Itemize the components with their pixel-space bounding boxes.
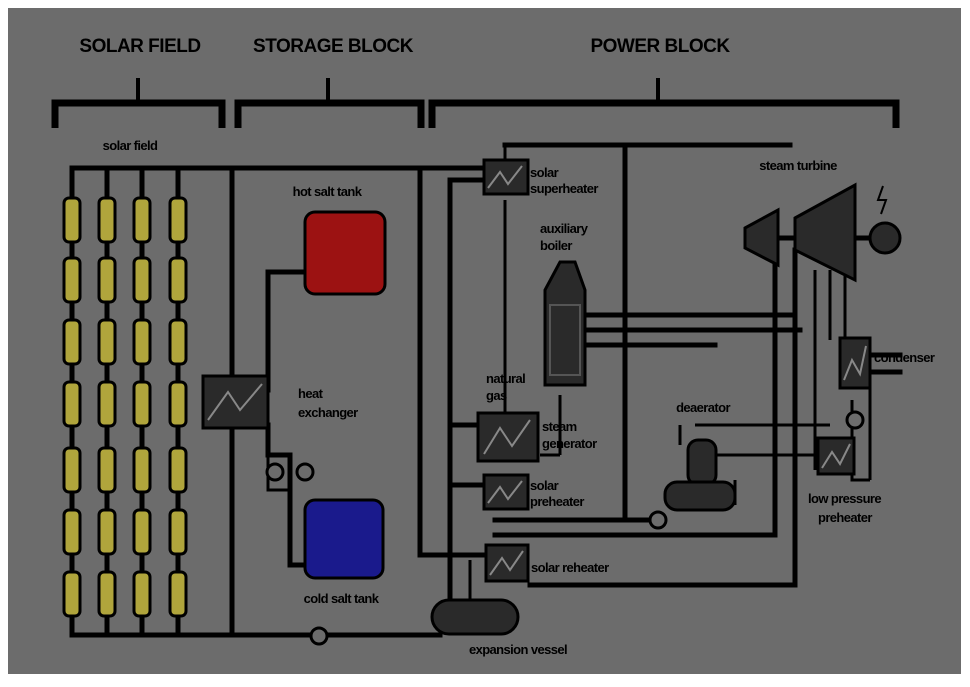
solar-collector bbox=[168, 446, 188, 494]
solar-collector bbox=[97, 380, 117, 428]
bracket-power-block bbox=[428, 78, 900, 128]
condenser bbox=[838, 336, 872, 390]
solar-collector bbox=[62, 196, 82, 244]
steam-generator bbox=[476, 411, 540, 463]
auxiliary-boiler bbox=[543, 260, 587, 387]
solar-collector bbox=[97, 508, 117, 556]
label-expansion-vessel: expansion vessel bbox=[469, 642, 567, 657]
deaerator bbox=[663, 438, 737, 512]
hot-salt-tank bbox=[303, 210, 387, 296]
label-natural-gas-line1: natural bbox=[486, 371, 525, 386]
solar-collector bbox=[168, 318, 188, 366]
solar-collector bbox=[168, 256, 188, 304]
section-title-power-block: POWER BLOCK bbox=[590, 36, 730, 57]
solar-collector bbox=[97, 570, 117, 618]
solar-superheater bbox=[482, 158, 530, 196]
label-condenser: condenser bbox=[874, 350, 935, 365]
solar-collector bbox=[62, 256, 82, 304]
solar-collector bbox=[97, 196, 117, 244]
low-pressure-preheater bbox=[816, 436, 856, 476]
label-auxiliary-boiler-line1: auxiliary bbox=[540, 221, 589, 236]
label-steam-generator-line1: steam bbox=[542, 419, 577, 434]
solar-collector bbox=[132, 196, 152, 244]
solar-collector bbox=[62, 380, 82, 428]
heat-exchanger-zigzag-icon bbox=[201, 374, 270, 430]
solar-collector bbox=[62, 318, 82, 366]
solar-collector bbox=[132, 570, 152, 618]
pump-circle-icon bbox=[648, 510, 668, 530]
generator-lightning-icon bbox=[868, 185, 902, 255]
label-solar-reheater: solar reheater bbox=[531, 560, 609, 575]
label-steam-turbine: steam turbine bbox=[759, 158, 837, 173]
solar-collector bbox=[62, 570, 82, 618]
label-cold-salt-tank: cold salt tank bbox=[304, 591, 380, 606]
solar-collector bbox=[132, 508, 152, 556]
power-block-piping bbox=[447, 142, 903, 613]
label-low-pressure-preheater-line2: preheater bbox=[818, 510, 872, 525]
section-title-storage-block: STORAGE BLOCK bbox=[253, 36, 414, 57]
solar-collector bbox=[132, 380, 152, 428]
solar-collector bbox=[132, 318, 152, 366]
label-solar-superheater-line1: solar bbox=[530, 165, 559, 180]
label-heat-exchanger-line2: exchanger bbox=[298, 405, 358, 420]
pump-circle-icon bbox=[845, 410, 865, 430]
solar-collector bbox=[168, 570, 188, 618]
label-natural-gas-line2: gas bbox=[486, 388, 507, 403]
label-deaerator: deaerator bbox=[676, 400, 730, 415]
expansion-vessel bbox=[430, 598, 520, 636]
solar-collector bbox=[97, 256, 117, 304]
solar-collector bbox=[168, 508, 188, 556]
cold-salt-tank bbox=[303, 498, 385, 580]
steam-turbine bbox=[743, 182, 872, 283]
solar-collector bbox=[97, 446, 117, 494]
label-steam-generator-line2: generator bbox=[542, 436, 597, 451]
solar-collector bbox=[97, 318, 117, 366]
solar-preheater bbox=[482, 473, 530, 511]
solar-collector bbox=[132, 256, 152, 304]
solar-collector-array bbox=[62, 196, 188, 618]
bracket-storage-block bbox=[234, 78, 425, 128]
section-title-solar-field: SOLAR FIELD bbox=[79, 36, 200, 57]
bracket-solar-field bbox=[51, 78, 226, 128]
label-heat-exchanger-line1: heat bbox=[298, 386, 324, 401]
label-hot-salt-tank: hot salt tank bbox=[293, 184, 363, 199]
label-low-pressure-preheater-line1: low pressure bbox=[808, 491, 881, 506]
label-auxiliary-boiler-line2: boiler bbox=[540, 238, 572, 253]
solar-collector bbox=[168, 196, 188, 244]
solar-collector bbox=[132, 446, 152, 494]
label-solar-field: solar field bbox=[103, 138, 158, 153]
label-solar-superheater-line2: superheater bbox=[530, 181, 598, 196]
label-solar-preheater-line1: solar bbox=[530, 478, 559, 493]
solar-collector bbox=[62, 508, 82, 556]
solar-collector bbox=[168, 380, 188, 428]
solar-reheater bbox=[484, 543, 530, 583]
pump-valve-pair-icon bbox=[265, 453, 315, 492]
pump-circle-icon bbox=[309, 626, 329, 646]
label-solar-preheater-line2: preheater bbox=[530, 494, 584, 509]
solar-collector bbox=[62, 446, 82, 494]
